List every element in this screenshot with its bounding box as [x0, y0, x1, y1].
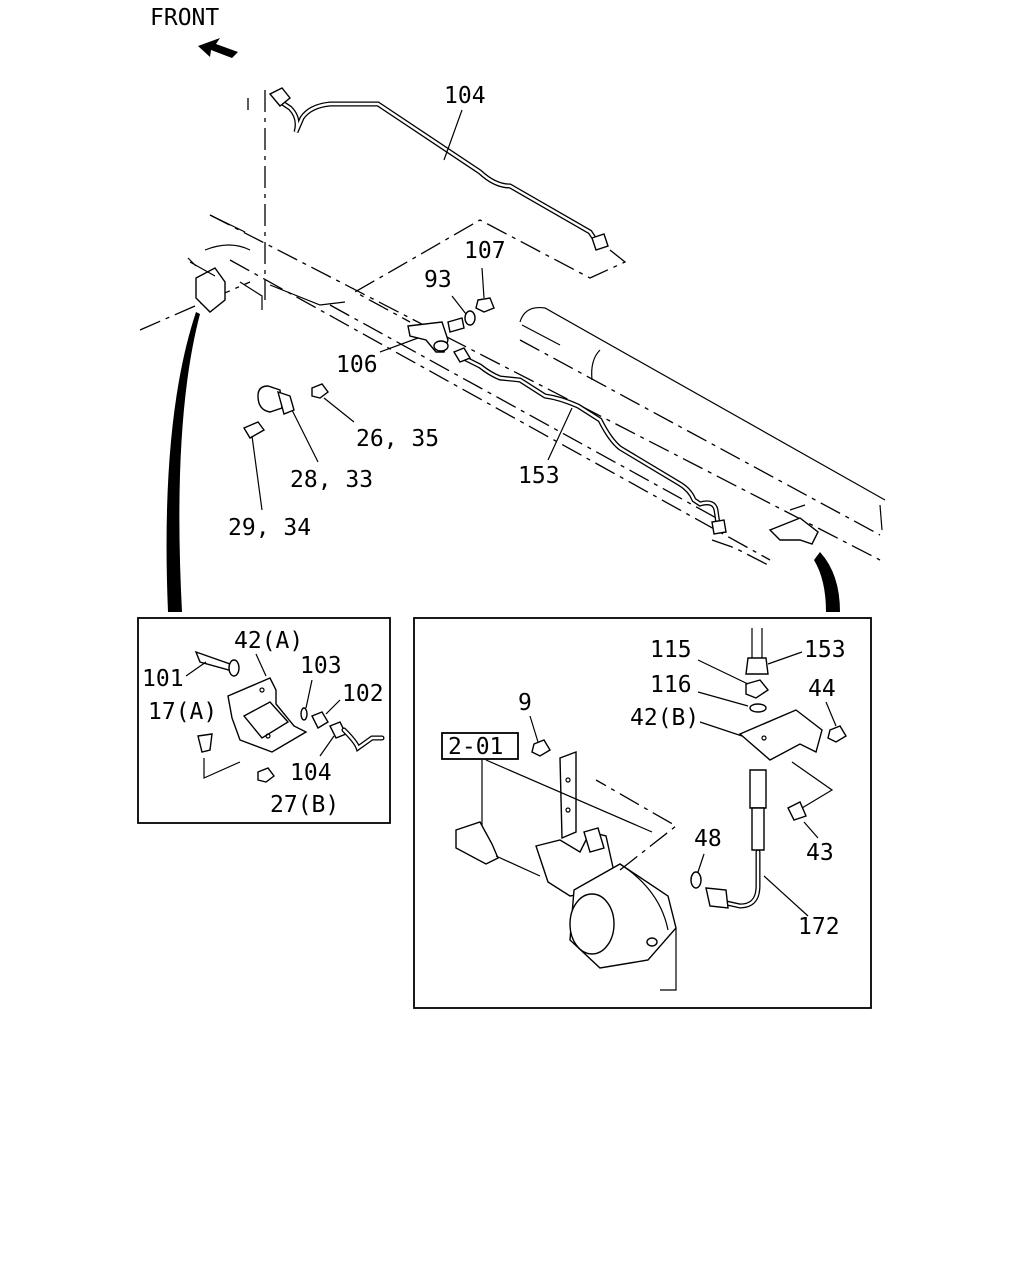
inset-b-parts	[441, 628, 847, 991]
tee-fitting-106	[407, 317, 465, 353]
label-153-inset: 153	[804, 637, 846, 663]
pipe-153	[452, 347, 727, 535]
label-9: 9	[518, 690, 532, 716]
front-label: FRONT	[150, 5, 219, 31]
label-44: 44	[808, 676, 836, 702]
inset-box-a	[137, 617, 391, 824]
label-103: 103	[300, 653, 342, 679]
frame-bracket-left	[187, 257, 263, 313]
label-43: 43	[806, 840, 834, 866]
label-153-main: 153	[518, 463, 560, 489]
label-107: 107	[464, 238, 506, 264]
frame-bracket-right	[768, 504, 819, 545]
pointer-arrow-left	[166, 312, 200, 612]
label-42b: 42(B)	[630, 705, 699, 731]
clip-assembly	[242, 383, 329, 439]
front-arrow-icon	[198, 38, 238, 58]
label-27b: 27(B)	[270, 792, 339, 818]
label-116: 116	[650, 672, 692, 698]
label-2-01: 2-01	[448, 734, 503, 760]
label-48: 48	[694, 826, 722, 852]
inset-a-parts	[194, 650, 385, 783]
frame-rail	[139, 214, 886, 561]
label-26-35: 26, 35	[356, 426, 439, 452]
pointer-arrow-right	[814, 552, 840, 612]
label-93: 93	[424, 267, 452, 293]
label-106: 106	[336, 352, 378, 378]
label-104-top: 104	[444, 83, 486, 109]
label-172: 172	[798, 914, 840, 940]
label-101: 101	[142, 666, 184, 692]
label-104-inset: 104	[290, 760, 332, 786]
label-102: 102	[342, 681, 384, 707]
washer-93	[464, 310, 476, 326]
label-29-34: 29, 34	[228, 515, 311, 541]
inset-box-b	[413, 617, 872, 1009]
label-17a: 17(A)	[148, 699, 217, 725]
pipe-104	[268, 87, 609, 251]
nut-107	[475, 297, 495, 313]
label-42a: 42(A)	[234, 628, 303, 654]
label-115: 115	[650, 637, 692, 663]
label-28-33: 28, 33	[290, 467, 373, 493]
